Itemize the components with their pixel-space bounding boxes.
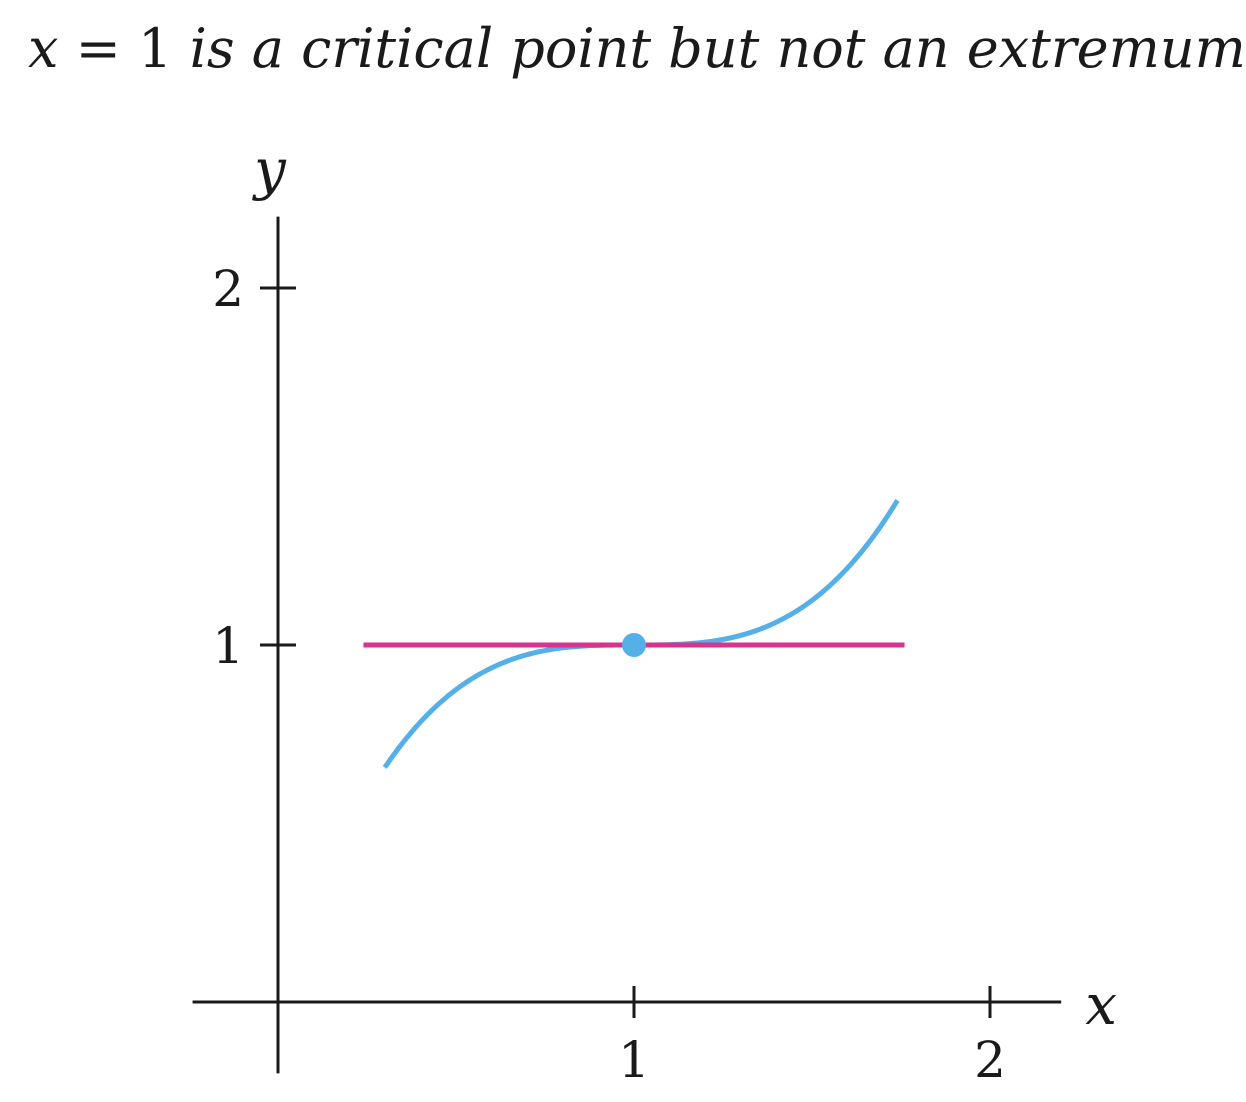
axes [192,216,1062,1074]
y-axis-label: y [251,138,287,203]
title-text: is a critical point but not an extremum [172,17,1246,80]
chart-marks [363,499,905,769]
cubic-curve [382,499,900,769]
axis-labels: 1 2 1 2 x y [212,138,1117,1089]
title-equation: = 1 [58,17,173,80]
critical-point-marker [622,633,646,657]
x-tick-label-2: 2 [974,1031,1006,1089]
y-tick-label-1: 1 [212,617,244,675]
y-tick-label-2: 2 [212,260,244,318]
title-variable: x [28,17,59,80]
chart-title: x = 1 is a critical point but not an ext… [28,4,1246,94]
x-tick-label-1: 1 [618,1031,650,1089]
x-axis-label: x [1085,973,1117,1038]
